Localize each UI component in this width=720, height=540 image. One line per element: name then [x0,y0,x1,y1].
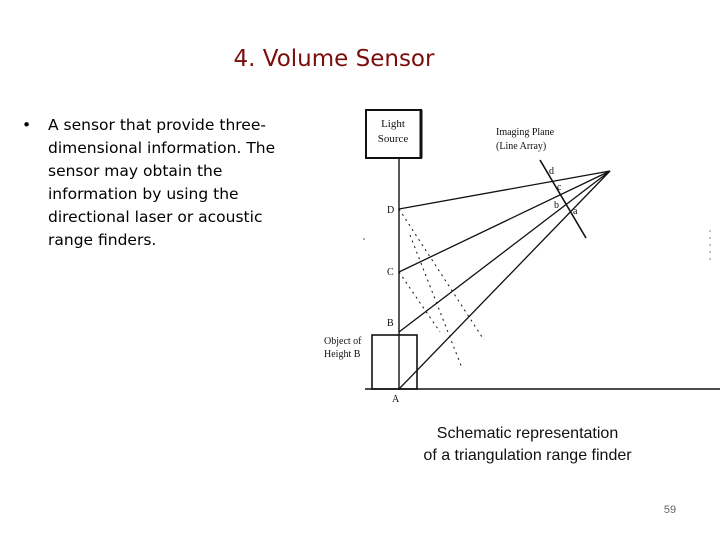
ray-b [398,170,611,333]
label-B: B [387,318,394,329]
label-a-upper: a [573,206,578,217]
ray-c [398,170,611,273]
label-C: C [387,267,394,278]
imaging-plane-label-line2: (Line Array) [496,141,546,152]
label-b-upper: b [554,200,559,211]
imaging-plane-label-line1: Imaging Plane [496,127,555,138]
caption-line-1: Schematic representation [436,425,619,442]
label-d-upper: d [549,166,554,177]
object-label-line2: Height B [324,349,361,360]
page-number: 59 [663,504,677,516]
label-c-upper: c [557,182,562,193]
ray-a [398,170,611,390]
label-D: D [387,205,394,216]
light-source-label-line1: Light [381,118,405,130]
bullet-text: A sensor that provide three-dimensional … [48,116,276,249]
label-A: A [392,394,400,405]
bullet-marker: • [22,116,32,134]
light-source-label-line2: Source [378,133,409,145]
slide-title: 4. Volume Sensor [233,46,435,72]
object-label-line1: Object of [324,336,362,347]
object-box [371,334,418,390]
dotted-line-1 [398,208,485,341]
bullet-item: • A sensor that provide three-dimensiona… [22,114,312,252]
imaging-plane-line [539,159,587,239]
triangulation-diagram: Light Source Imaging Plane (Line Array) … [324,109,720,405]
diagram-caption: Schematic representation of a triangulat… [400,423,655,467]
ray-d [398,170,611,210]
caption-line-2: of a triangulation range finder [423,447,632,464]
dotted-line-3 [398,271,441,333]
